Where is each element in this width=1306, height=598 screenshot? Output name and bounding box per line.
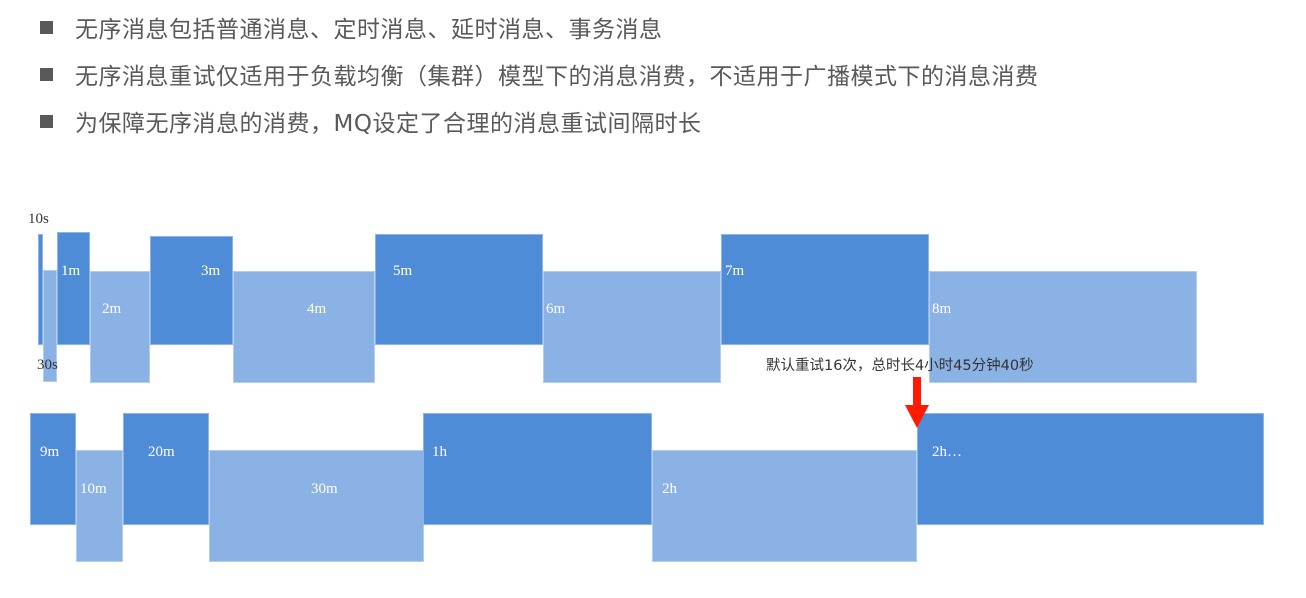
bullet-text: 无序消息包括普通消息、定时消息、延时消息、事务消息 [75, 17, 663, 43]
retry-label-6m: 6m [546, 301, 566, 317]
retry-block-1h: 1h [423, 413, 652, 525]
retry-label-10s: 10s [28, 211, 49, 227]
retry-block-30s [43, 270, 57, 382]
retry-label-7m: 7m [725, 263, 745, 279]
retry-label-5m: 5m [393, 263, 413, 279]
retry-block-8m: 8m [929, 271, 1197, 383]
bullet-text: 为保障无序消息的消费，MQ设定了合理的消息重试间隔时长 [75, 111, 702, 137]
retry-block-2h-continued: 2h… [917, 413, 1264, 525]
retry-block-9m: 9m [30, 413, 76, 525]
retry-label-30m: 30m [311, 481, 338, 497]
retry-label-10m: 10m [80, 481, 107, 497]
retry-block-7m: 7m [721, 234, 929, 345]
retry-label-20m: 20m [148, 444, 175, 460]
retry-label-8m: 8m [932, 301, 952, 317]
retry-label-9m: 9m [40, 444, 60, 460]
total-retry-caption: 默认重试16次，总时长4小时45分钟40秒 [766, 358, 1034, 374]
retry-label-2h-continued: 2h… [932, 444, 962, 460]
bullet-item: 无序消息重试仅适用于负载均衡（集群）模型下的消息消费，不适用于广播模式下的消息消… [40, 59, 1039, 90]
retry-block-10s [38, 234, 43, 345]
retry-block-20m: 20m [123, 413, 209, 525]
retry-block-5m: 5m [375, 234, 543, 345]
bullet-item: 为保障无序消息的消费，MQ设定了合理的消息重试间隔时长 [40, 106, 702, 137]
retry-label-4m: 4m [307, 301, 327, 317]
square-bullet-icon [40, 20, 53, 34]
retry-block-4m: 4m [233, 271, 375, 383]
retry-label-1h: 1h [432, 444, 447, 460]
retry-label-2m: 2m [102, 301, 122, 317]
retry-block-10m: 10m [76, 450, 123, 562]
bullet-text: 无序消息重试仅适用于负载均衡（集群）模型下的消息消费，不适用于广播模式下的消息消… [75, 64, 1039, 90]
down-arrow-icon [905, 377, 929, 428]
retry-block-2h: 2h [652, 450, 917, 562]
retry-block-3m: 3m [150, 236, 233, 345]
square-bullet-icon [40, 67, 53, 81]
retry-block-2m: 2m [90, 271, 150, 383]
retry-block-6m: 6m [543, 271, 721, 383]
retry-label-2h: 2h [662, 481, 677, 497]
retry-block-30m: 30m [209, 450, 424, 562]
square-bullet-icon [40, 114, 53, 128]
retry-block-1m: 1m [57, 232, 90, 345]
retry-label-1m: 1m [61, 263, 81, 279]
bullet-item: 无序消息包括普通消息、定时消息、延时消息、事务消息 [40, 12, 663, 43]
retry-label-3m: 3m [201, 263, 221, 279]
retry-label-30s: 30s [37, 357, 58, 373]
